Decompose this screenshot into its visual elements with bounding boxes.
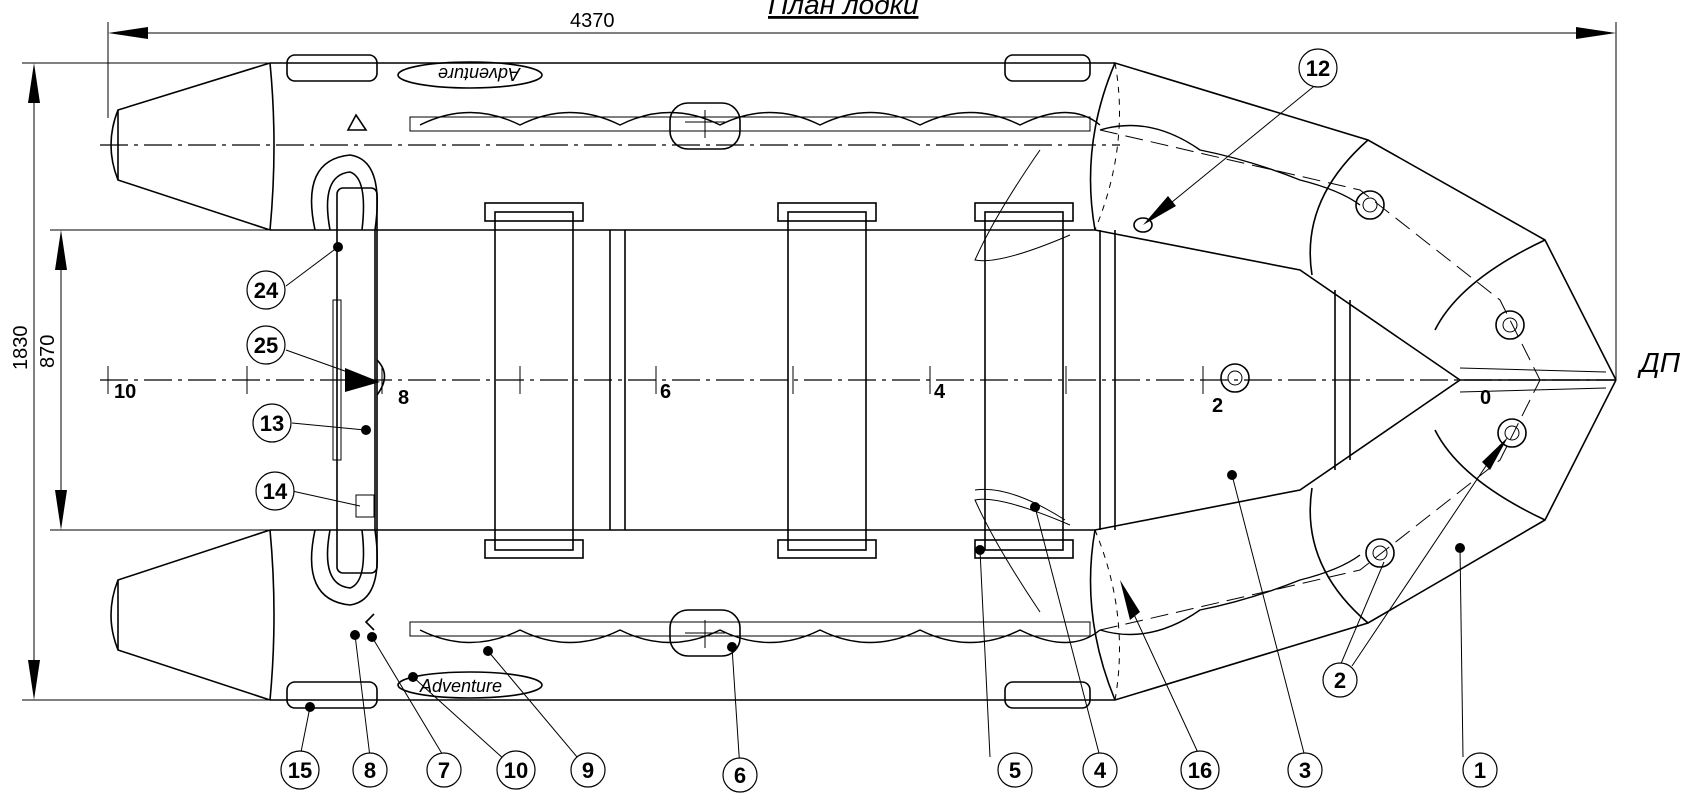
callout-4: 4 [1082, 752, 1118, 788]
svg-text:16: 16 [1188, 758, 1212, 783]
station-10: 10 [114, 381, 136, 403]
station-marks [107, 366, 1204, 394]
brand-logos: Adventure Adventure [397, 61, 543, 699]
centerline-label: ДП [1637, 347, 1681, 378]
callout-2: 2 [1322, 662, 1358, 698]
handles [286, 54, 1091, 709]
callout-6: 6 [722, 757, 758, 793]
drawing-title: План лодки [768, 0, 919, 20]
oarlocks [669, 102, 741, 657]
callout-12: 12 [1298, 48, 1338, 88]
station-0: 0 [1480, 387, 1491, 409]
width-value: 1830 [10, 326, 32, 371]
transom [310, 154, 386, 606]
svg-text:6: 6 [734, 763, 746, 788]
seats [484, 149, 1074, 613]
svg-text:15: 15 [288, 758, 312, 783]
valves [346, 113, 1527, 631]
station-6: 6 [660, 381, 671, 403]
svg-text:12: 12 [1306, 56, 1330, 81]
svg-text:25: 25 [254, 333, 278, 358]
svg-text:2: 2 [1334, 668, 1346, 693]
leader-lines [285, 82, 1508, 771]
callout-13: 13 [252, 403, 292, 443]
callout-10: 10 [496, 750, 536, 790]
svg-text:3: 3 [1299, 758, 1311, 783]
callout-25: 25 [246, 325, 286, 365]
station-4: 4 [934, 381, 946, 403]
svg-text:8: 8 [364, 758, 376, 783]
callout-14: 14 [255, 471, 295, 511]
callout-7: 7 [426, 752, 462, 788]
station-2: 2 [1212, 395, 1223, 417]
brand-lower: Adventure [419, 676, 502, 696]
inner-width-value: 870 [37, 335, 59, 368]
callout-9: 9 [570, 752, 606, 788]
svg-text:7: 7 [438, 758, 450, 783]
svg-text:13: 13 [260, 411, 284, 436]
station-8: 8 [398, 387, 409, 409]
callout-16: 16 [1180, 750, 1220, 790]
floor [374, 230, 1351, 530]
hull-outline [110, 62, 1617, 701]
width-dimension: 1830 [10, 62, 270, 701]
svg-text:5: 5 [1009, 758, 1021, 783]
brand-upper: Adventure [438, 64, 521, 84]
callout-24: 24 [246, 270, 286, 310]
svg-text:10: 10 [504, 758, 528, 783]
svg-text:1: 1 [1474, 758, 1486, 783]
callout-5: 5 [997, 752, 1033, 788]
callout-15: 15 [280, 750, 320, 790]
callout-1: 1 [1462, 752, 1498, 788]
length-value: 4370 [570, 10, 615, 32]
svg-text:24: 24 [254, 278, 279, 303]
svg-text:14: 14 [263, 479, 288, 504]
length-dimension: 4370 [107, 10, 1617, 380]
inner-width-dimension: 870 [37, 229, 280, 531]
callout-8: 8 [352, 752, 388, 788]
svg-text:4: 4 [1094, 758, 1107, 783]
svg-text:9: 9 [582, 758, 594, 783]
callout-3: 3 [1287, 752, 1323, 788]
lifelines [409, 111, 1361, 644]
